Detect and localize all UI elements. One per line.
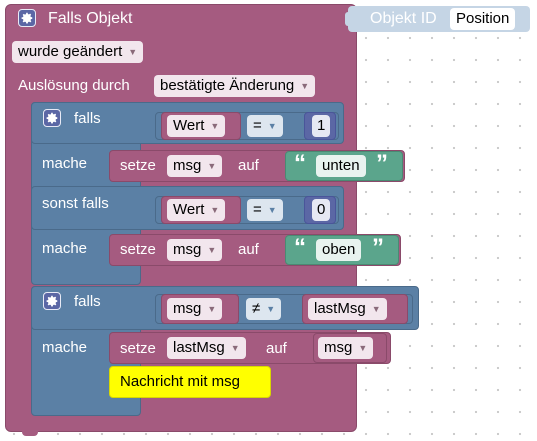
to-label: auf	[238, 241, 259, 258]
source-label: Auslösung durch	[18, 77, 130, 94]
set-target-dropdown[interactable]: msg ▼	[167, 239, 223, 261]
condition-2-op: =	[253, 201, 262, 218]
do-label: mache	[42, 339, 88, 356]
dropdown-arrow-icon: ▼	[371, 304, 381, 314]
quote-open: “	[294, 150, 306, 177]
to-label: auf	[266, 340, 287, 357]
set-target-dropdown[interactable]: msg ▼	[167, 155, 223, 177]
condition-1-var-dropdown[interactable]: Wert ▼	[167, 115, 226, 137]
to-label: auf	[238, 157, 259, 174]
log-block[interactable]	[109, 366, 271, 398]
source-dropdown-label: bestätigte Änderung	[160, 77, 295, 94]
set-target-dropdown[interactable]: lastMsg ▼	[167, 337, 246, 359]
text-value-1[interactable]: unten	[316, 155, 366, 177]
if-label: falls	[74, 293, 101, 310]
condition-3-right-dropdown[interactable]: lastMsg ▼	[308, 298, 387, 320]
object-id-connector	[345, 12, 353, 26]
set-label: setze	[120, 157, 156, 174]
condition-3-left: msg	[173, 300, 202, 317]
dropdown-arrow-icon: ▼	[267, 205, 277, 215]
set-label: setze	[120, 241, 156, 258]
set-target: msg	[173, 157, 202, 174]
source-dropdown[interactable]: bestätigte Änderung ▼	[154, 75, 316, 97]
do-label: mache	[42, 240, 88, 257]
trigger-dropdown[interactable]: wurde geändert ▼	[12, 41, 144, 63]
source-var-dropdown[interactable]: msg ▼	[318, 337, 374, 359]
dropdown-arrow-icon: ▼	[207, 161, 217, 171]
condition-3-left-dropdown[interactable]: msg ▼	[167, 298, 223, 320]
text-value-2[interactable]: oben	[316, 239, 362, 261]
quote-open: “	[294, 234, 306, 261]
trigger-dropdown-label: wurde geändert	[18, 43, 123, 60]
object-id-label: Objekt ID	[370, 10, 437, 27]
condition-3-operator[interactable]: ≠▼	[246, 298, 282, 320]
do-label: mache	[42, 155, 88, 172]
condition-2-var-dropdown[interactable]: Wert ▼	[167, 199, 226, 221]
set-target: msg	[173, 241, 202, 258]
gear-icon[interactable]	[43, 292, 61, 310]
dropdown-arrow-icon: ▼	[266, 304, 276, 314]
dropdown-arrow-icon: ▼	[267, 121, 277, 131]
event-title: Falls Objekt	[48, 10, 133, 27]
log-text: Nachricht mit msg	[120, 373, 241, 390]
quote-close: ”	[372, 234, 384, 261]
condition-2-operator[interactable]: =▼	[247, 199, 283, 221]
dropdown-arrow-icon: ▼	[358, 343, 368, 353]
condition-1-number[interactable]: 1	[312, 115, 331, 137]
condition-2-var: Wert	[173, 201, 205, 218]
object-id-field[interactable]: Position	[450, 8, 516, 30]
condition-2-number[interactable]: 0	[312, 199, 331, 221]
condition-1-op: =	[253, 117, 262, 134]
set-target: lastMsg	[173, 339, 225, 356]
event-block-bottom-notch	[22, 428, 38, 436]
dropdown-arrow-icon: ▼	[207, 245, 217, 255]
condition-3-right: lastMsg	[314, 300, 366, 317]
dropdown-arrow-icon: ▼	[128, 47, 138, 57]
dropdown-arrow-icon: ▼	[210, 205, 220, 215]
source-var: msg	[324, 339, 353, 356]
gear-icon[interactable]	[43, 109, 61, 127]
dropdown-arrow-icon: ▼	[207, 304, 217, 314]
dropdown-arrow-icon: ▼	[230, 343, 240, 353]
quote-close: ”	[376, 150, 388, 177]
condition-1-var: Wert	[173, 117, 205, 134]
if-label: falls	[74, 110, 101, 127]
condition-3-op: ≠	[252, 300, 261, 317]
set-label: setze	[120, 340, 156, 357]
gear-icon[interactable]	[18, 9, 36, 27]
condition-1-operator[interactable]: =▼	[247, 115, 283, 137]
else-if-label: sonst falls	[42, 195, 109, 212]
dropdown-arrow-icon: ▼	[210, 121, 220, 131]
dropdown-arrow-icon: ▼	[300, 81, 310, 91]
